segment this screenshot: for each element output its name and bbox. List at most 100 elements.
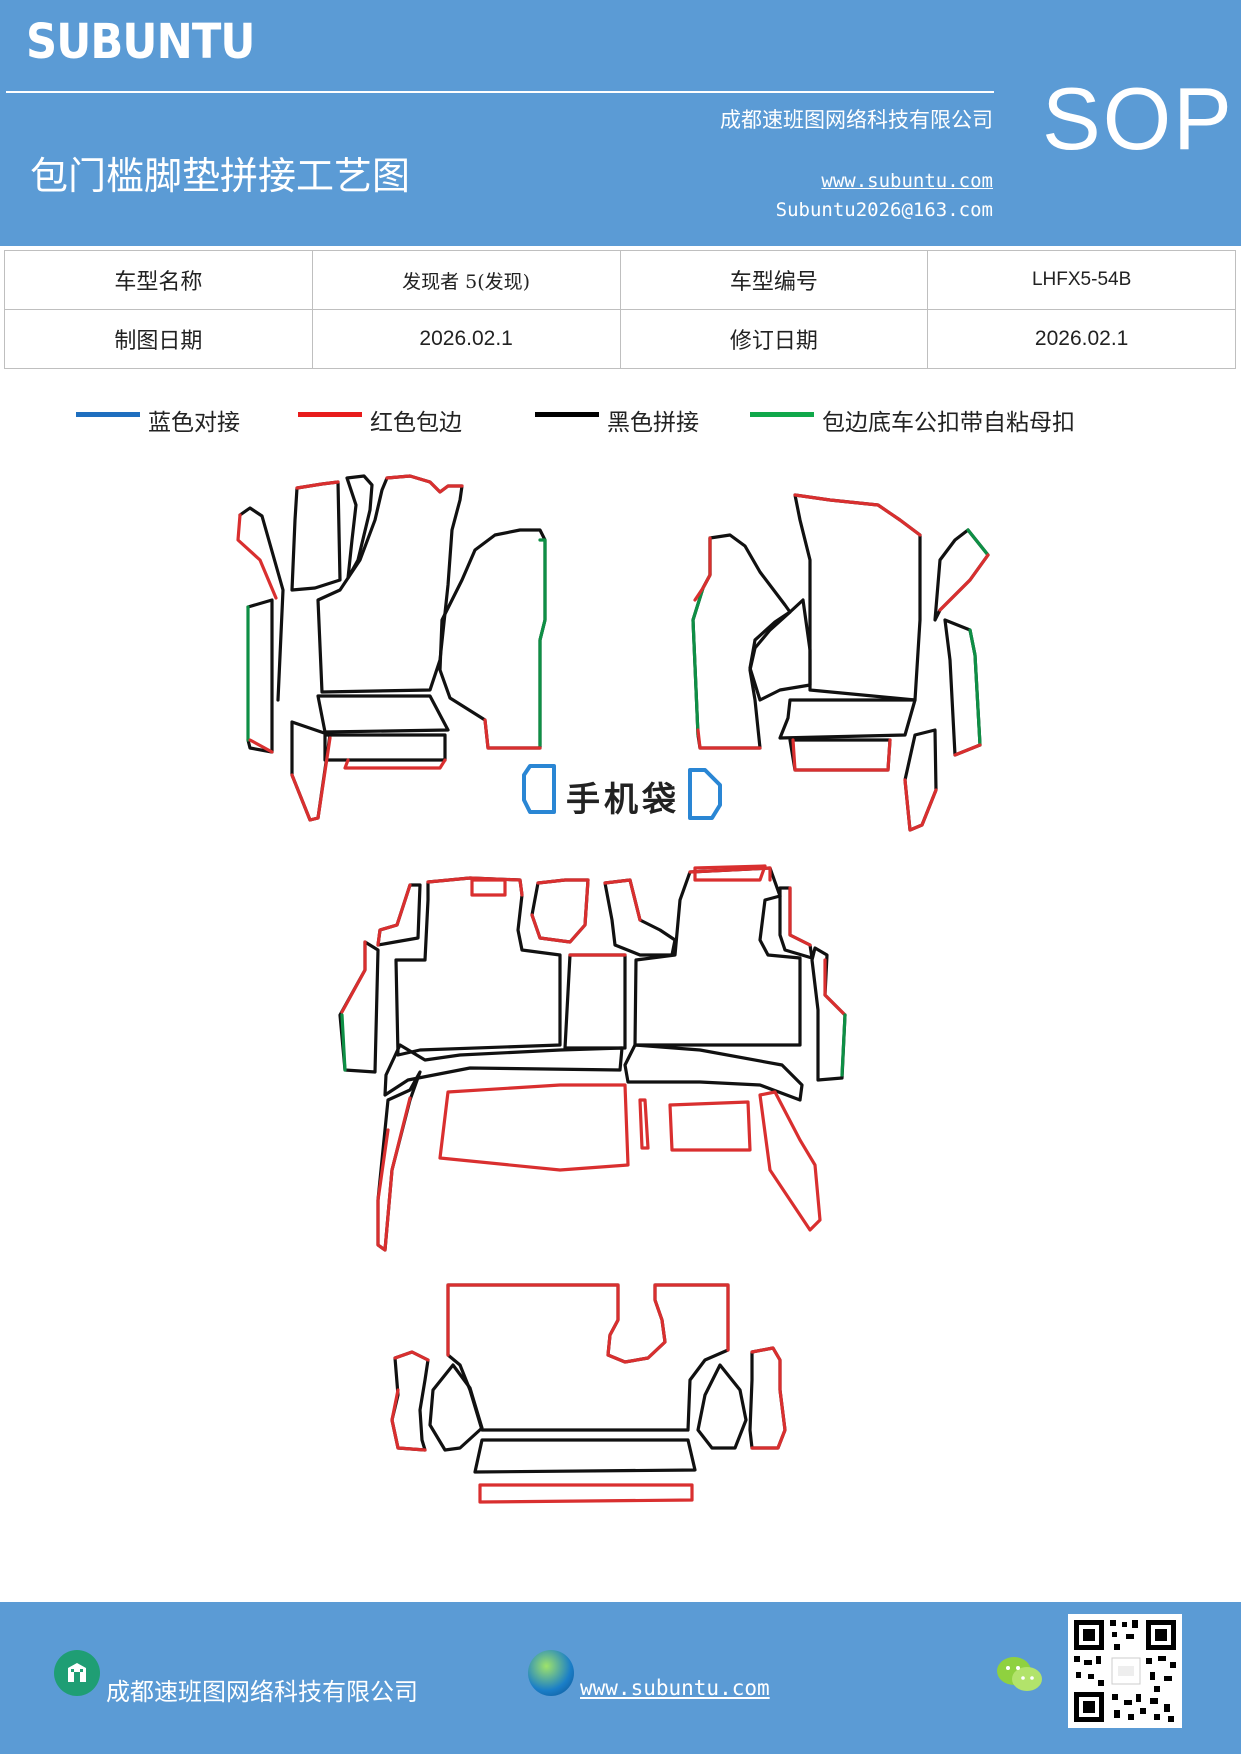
wechat-icon[interactable] xyxy=(995,1654,1045,1696)
mat-piece xyxy=(538,538,547,747)
mat-piece xyxy=(810,946,847,1082)
mat-piece xyxy=(376,1096,412,1252)
legend-item-red: 红色包边 xyxy=(298,400,462,440)
legend-item-green: 包边底车公扣带自粘母扣 xyxy=(750,400,1075,440)
brand-logo: SUBUNTU xyxy=(26,14,255,70)
second-row-mat-group xyxy=(338,864,847,1252)
header-website-link[interactable]: www.subuntu.com xyxy=(821,170,993,192)
revise-date-value: 2026.02.1 xyxy=(927,309,1236,369)
legend-swatch-black xyxy=(535,411,599,417)
footer-website-link[interactable]: www.subuntu.com xyxy=(580,1676,770,1700)
mat-piece xyxy=(446,1283,730,1364)
mat-piece xyxy=(638,1098,650,1150)
mat-piece xyxy=(383,1043,624,1097)
legend-item-blue: 蓝色对接 xyxy=(76,400,240,440)
mat-piece xyxy=(385,474,464,494)
header-email[interactable]: Subuntu2026@163.com xyxy=(775,199,993,221)
mat-piece xyxy=(750,1346,787,1450)
legend-label: 黑色拼接 xyxy=(607,410,699,436)
mat-piece xyxy=(340,940,367,1014)
legend-label: 包边底车公扣带自粘母扣 xyxy=(822,410,1075,436)
phone-bag-right-icon xyxy=(688,768,722,820)
mat-piece xyxy=(483,718,542,750)
phone-bag-left-icon xyxy=(522,764,556,814)
vehicle-info-table: 车型名称 发现者 5(发现) 车型编号 LHFX5-54B 制图日期 2026.… xyxy=(4,250,1236,369)
floor-mat-diagram xyxy=(236,474,990,1504)
draw-date-value: 2026.02.1 xyxy=(311,309,621,369)
building-icon-glyph xyxy=(68,1663,86,1682)
mat-piece xyxy=(603,878,642,922)
mat-piece xyxy=(691,533,792,750)
mat-piece xyxy=(446,1283,730,1432)
mat-piece xyxy=(316,694,450,734)
mat-piece xyxy=(390,1388,427,1452)
mat-piece xyxy=(563,953,627,1050)
legend-swatch-blue xyxy=(76,411,140,417)
mat-piece xyxy=(478,1483,694,1504)
mat-piece xyxy=(793,493,922,702)
front-right-mat-group xyxy=(691,493,990,832)
mat-piece xyxy=(778,886,814,960)
mat-piece xyxy=(758,1090,822,1232)
mat-piece xyxy=(343,758,447,770)
mat-piece xyxy=(668,1100,752,1152)
mat-piece xyxy=(340,1013,347,1072)
mat-piece xyxy=(903,778,938,832)
mat-piece xyxy=(938,553,990,612)
phone-bag-pieces xyxy=(522,764,722,820)
front-left-mat-group xyxy=(236,474,547,822)
mat-piece xyxy=(290,736,332,822)
mat-piece xyxy=(793,493,922,537)
mat-piece xyxy=(968,628,982,747)
mat-piece xyxy=(438,528,547,750)
mat-piece xyxy=(376,883,412,947)
mat-piece xyxy=(778,698,917,740)
mat-piece xyxy=(248,738,274,754)
sop-label: SOP xyxy=(1042,69,1234,168)
mat-piece xyxy=(323,733,447,762)
mat-piece xyxy=(791,738,892,772)
color-legend: 蓝色对接 红色包边 黑色拼接 包边底车公扣带自粘母扣 xyxy=(0,400,1241,440)
mat-piece xyxy=(345,474,374,580)
mat-piece xyxy=(393,1350,430,1362)
mat-piece xyxy=(633,866,802,1047)
footer-banner: 成都速班图网络科技有限公司 www.subuntu.com xyxy=(0,1602,1241,1754)
trunk-mat-group xyxy=(390,1283,787,1504)
header-divider xyxy=(6,91,994,93)
mat-piece xyxy=(295,480,340,490)
mat-piece xyxy=(696,1363,748,1450)
mat-piece xyxy=(688,866,772,882)
globe-icon xyxy=(528,1650,574,1696)
legend-swatch-green xyxy=(750,411,814,417)
mat-piece xyxy=(236,513,278,600)
table-row: 车型名称 发现者 5(发现) 车型编号 LHFX5-54B xyxy=(4,250,1236,310)
mat-piece xyxy=(693,536,712,602)
legend-label: 蓝色对接 xyxy=(148,410,240,436)
model-code-value: LHFX5-54B xyxy=(927,250,1236,310)
page-title: 包门槛脚垫拼接工艺图 xyxy=(30,154,411,198)
wechat-icon-glyph xyxy=(997,1657,1042,1691)
qr-code[interactable] xyxy=(1068,1614,1182,1728)
qr-code-image xyxy=(1074,1620,1176,1722)
legend-label: 红色包边 xyxy=(370,410,462,436)
mat-piece xyxy=(290,480,342,592)
header-banner: SUBUNTU 包门槛脚垫拼接工艺图 成都速班图网络科技有限公司 www.sub… xyxy=(0,0,1241,246)
mat-piece xyxy=(428,1363,484,1452)
mat-piece xyxy=(693,864,767,882)
building-icon xyxy=(54,1650,100,1696)
mat-piece xyxy=(788,886,812,947)
mat-piece xyxy=(966,528,990,557)
mat-piece xyxy=(691,536,712,737)
mat-piece xyxy=(840,1013,847,1077)
mat-piece xyxy=(696,728,762,750)
mat-piece xyxy=(246,598,274,754)
header-company: 成都速班图网络科技有限公司 xyxy=(720,108,993,132)
mat-piece xyxy=(473,1438,697,1474)
mat-piece xyxy=(623,1043,804,1102)
mat-piece xyxy=(943,618,982,757)
table-row: 制图日期 2026.02.1 修订日期 2026.02.1 xyxy=(4,309,1236,369)
legend-item-black: 黑色拼接 xyxy=(535,400,699,440)
legend-swatch-red xyxy=(298,411,362,417)
mat-piece xyxy=(530,878,590,944)
mat-piece xyxy=(438,1083,630,1172)
